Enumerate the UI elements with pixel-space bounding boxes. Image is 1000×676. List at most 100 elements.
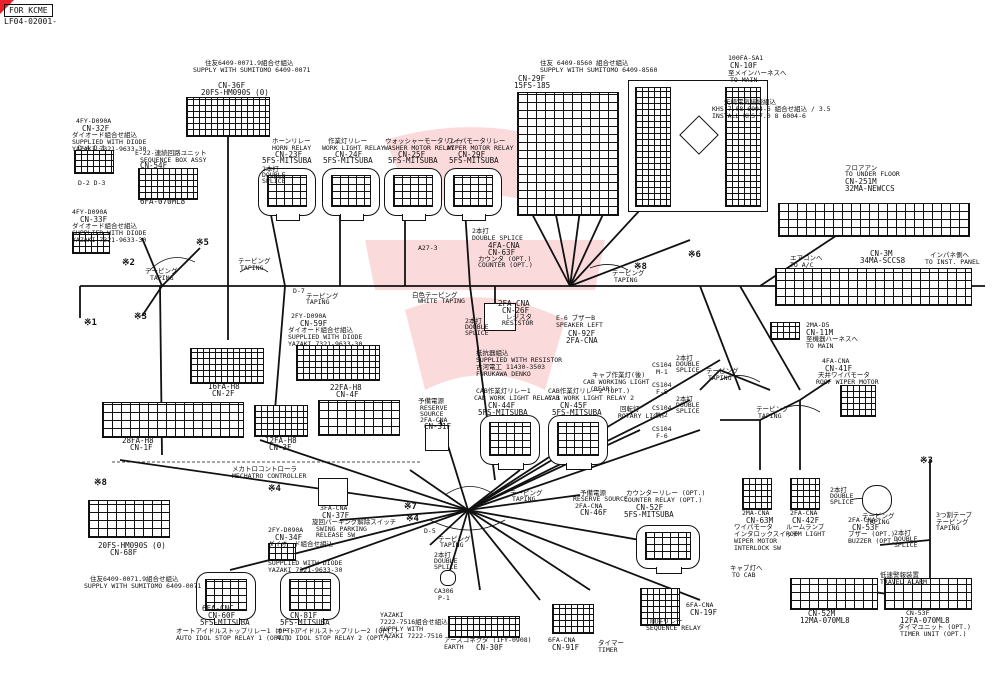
diagram-label-l133: CAB作業灯リレー2 (OPT.)	[548, 387, 631, 395]
diagram-label-l45: CN-10F	[730, 61, 758, 70]
diagram-label-l177: D-5	[424, 527, 436, 535]
diagram-label-l194: 5FS-MITSUBA	[624, 510, 674, 519]
diagram-label-l132: 5FS-MITSUBA	[478, 408, 528, 417]
diagram-label-l200: インタロックスイッチ	[734, 530, 799, 538]
connector-cn-53f-timer	[884, 578, 972, 610]
diagram-label-l19: CN-36F	[218, 81, 246, 90]
diagram-label-l171: CN-34F	[275, 533, 303, 542]
diagram-label-l175: ※7	[404, 502, 417, 512]
diagram-label-l66: 4FA-CNA	[488, 241, 520, 250]
diagram-label-l50: INSTALL KHS 7.0 8 6004-6	[712, 112, 806, 120]
diagram-label-l100: 2FA-CNA	[566, 336, 598, 345]
diagram-label-l61: テーピング	[238, 257, 271, 265]
connector-cn-31f	[425, 425, 449, 451]
diagram-label-l226: オートアイドルストップリレー1 (OPT.)	[176, 627, 298, 635]
relay-cn-81f	[280, 572, 340, 625]
diagram-label-l174: YAZAKI 7321-9633-30	[268, 566, 343, 574]
diagram-label-l213: BUZZER (OPT.)	[848, 537, 899, 545]
connector-cn-2f	[190, 348, 264, 384]
diagram-label-l7: E-22-連続回路ユニット	[135, 149, 207, 157]
connector-cn-54f	[138, 168, 198, 200]
diagram-label-l27: CN-24F	[335, 150, 363, 159]
diagram-label-l162: 住友6409-0071.9組合せ組込	[90, 575, 179, 583]
diagram-label-l198: CN-63M	[746, 516, 774, 525]
diagram-label-l253: 低速警報装置	[880, 571, 919, 579]
diagram-label-l130: CAB WORK LIGHT RELAY 1	[474, 394, 561, 402]
diagram-label-l185: テーピング	[510, 489, 543, 497]
diagram-label-l22: HORN RELAY	[272, 144, 312, 152]
diagram-label-l252: CN-53F	[906, 609, 930, 617]
diagram-label-l214: ※3	[920, 456, 933, 466]
diagram-label-l51: フロアアン	[845, 164, 878, 172]
diagram-label-l180: 2本打	[434, 551, 451, 559]
diagram-label-l223: 6FA-CNC	[202, 604, 234, 613]
diagram-label-l84: CN-59F	[300, 319, 328, 328]
relay-cn-29f	[444, 168, 502, 221]
diagram-label-l157: メカトロコントローラ	[232, 465, 297, 473]
relay-cn-45f	[548, 415, 608, 470]
diagram-label-l65: DOUBLE SPLICE	[472, 234, 523, 242]
diagram-label-l249: 12FA-070ML8	[900, 616, 950, 625]
diagram-label-l168: SWING PARKING	[316, 525, 367, 533]
diagram-label-l47: TO MAIN	[730, 76, 758, 84]
diagram-label-l230: オートアイドルストップリレー2 (OPT.)	[276, 627, 398, 635]
connector-cn-63m	[742, 478, 772, 510]
diagram-label-l207: 2本打	[830, 486, 847, 494]
diagram-label-l89: WHITE TAPING	[418, 297, 465, 305]
diagram-label-l44: 100FA-SA1	[728, 54, 764, 62]
diagram-label-l26: WORK LIGHT RELAY	[322, 144, 385, 152]
diagram-label-l127: 天井ワイパモータ	[818, 371, 870, 379]
diagram-label-l1: 4FY-D090A	[76, 117, 112, 125]
diagram-label-l39: SPLICE	[262, 177, 286, 185]
diagram-label-l210: 2FA-CNA	[848, 516, 876, 524]
diagram-label-l102: CN-11M	[806, 328, 834, 337]
diagram-label-l118: SPLICE	[676, 366, 700, 374]
diagram-label-l99: CN-92F	[568, 329, 596, 338]
diagram-label-l145: SPLICE	[676, 407, 700, 415]
diagram-label-l203: 2FA-CNA	[790, 509, 818, 517]
diagram-label-l41: 15FS-185	[514, 81, 551, 90]
diagram-label-l158: MECHATRO CONTROLLER	[232, 472, 307, 480]
connector-cn-36f	[186, 97, 270, 137]
diagram-label-l211: CN-53F	[852, 523, 880, 532]
diagram-label-l94: 2本打	[465, 317, 482, 325]
diagram-label-l236: アースコネクタ (1FY-0908)	[444, 636, 532, 644]
diagram-label-l156: CN-3F	[269, 443, 292, 452]
diagram-label-l146: テーピング	[756, 405, 789, 413]
diagram-label-l58: ※1	[84, 318, 97, 328]
diagram-label-l71: テーピング	[612, 269, 645, 277]
diagram-label-l247: CN-52M	[808, 609, 836, 618]
diagram-label-l8: SEQUENCE BOX ASSY	[140, 156, 207, 164]
diagram-label-l239: 6FA-CNA	[548, 636, 576, 644]
diagram-label-l29: ウォッシャーモータリレー	[385, 137, 463, 145]
diagram-label-l204: CN-42F	[792, 516, 820, 525]
diagram-label-l192: COUNTER RELAY (OPT.)	[624, 496, 703, 504]
connector-cn-33f	[72, 232, 110, 254]
diagram-label-l46: 至メインハーネスへ	[728, 69, 787, 77]
diagram-label-l152: CN-31F	[424, 422, 452, 431]
diagram-label-l215: テーピング	[862, 512, 895, 520]
diagram-label-l238: CN-30F	[476, 643, 504, 652]
diagram-label-l137: 回転灯	[620, 405, 640, 413]
diagram-label-l191: カウンターリレー (OPT.)	[626, 489, 706, 497]
diagram-label-l64: 2本打	[472, 227, 489, 235]
diagram-label-l179: TAPING	[440, 541, 464, 549]
header-box-label: FOR KCME	[4, 4, 53, 17]
connector-cn-4f	[318, 400, 400, 436]
diagram-label-l164: ※4	[268, 484, 281, 494]
diagram-label-l165: 3FA-CNA	[320, 504, 348, 512]
diagram-label-l37: 2本打	[262, 165, 279, 173]
diagram-label-l113: キャブ作業灯(後)	[592, 371, 646, 379]
diagram-label-l169: RELEASE SW	[316, 531, 356, 539]
diagram-label-l34: WIPER MOTOR RELAY	[447, 144, 514, 152]
connector-cn-91f	[552, 604, 594, 634]
diagram-label-l234: SUPPLY WITH	[380, 625, 424, 633]
diagram-label-l242: TIMER	[598, 646, 618, 654]
earth-terminal-ca306	[440, 570, 456, 586]
connector-cn-3m	[775, 268, 972, 306]
diagram-label-l227: AUTO IDOL STOP RELAY 1 (OPT.)	[176, 634, 290, 642]
diagram-label-l232: YAZAKI	[380, 611, 404, 619]
diagram-label-l155: 12FA-H8	[265, 436, 297, 445]
diagram-label-l128: ROOF WIPER MOTOR	[816, 378, 879, 386]
